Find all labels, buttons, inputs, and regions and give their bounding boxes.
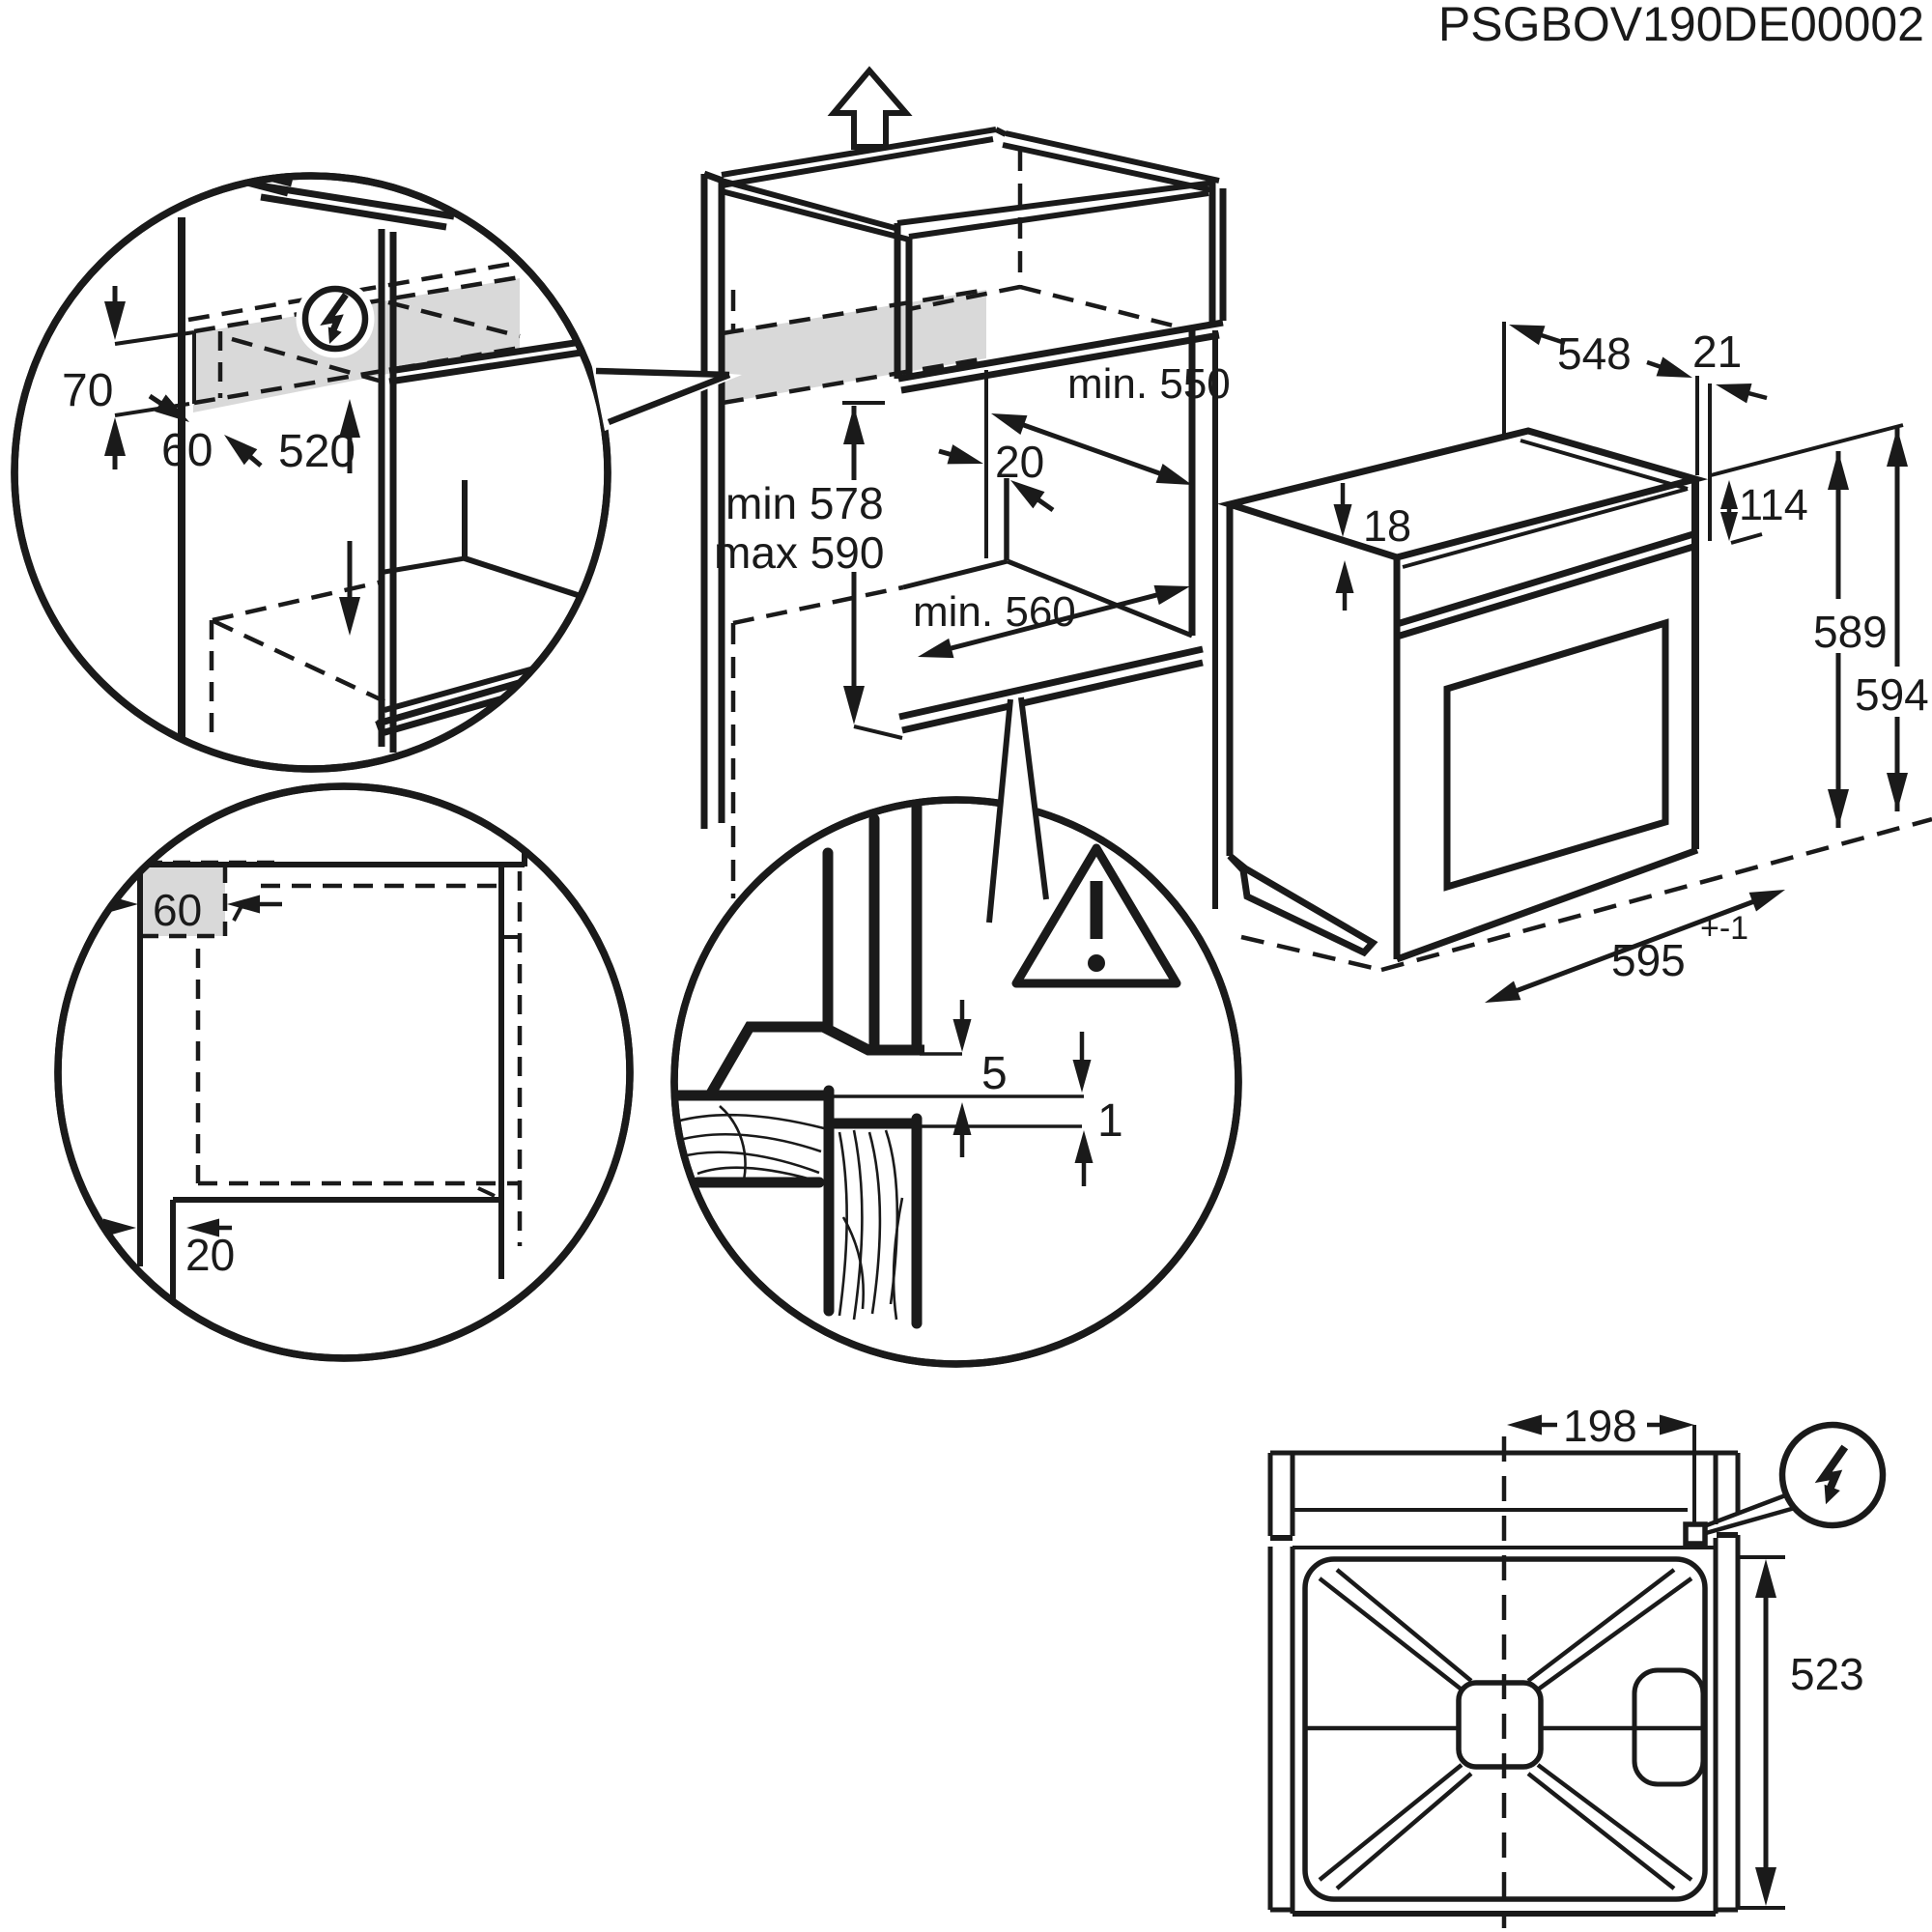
svg-text:+-1: +-1 — [1700, 910, 1748, 947]
svg-text:min 578: min 578 — [725, 478, 884, 528]
svg-text:548: 548 — [1557, 328, 1632, 379]
svg-text:70: 70 — [62, 365, 113, 416]
svg-text:60: 60 — [153, 885, 202, 935]
svg-text:594: 594 — [1855, 669, 1929, 720]
svg-text:20: 20 — [995, 437, 1044, 487]
svg-text:PSGBOV190DE00002: PSGBOV190DE00002 — [1438, 0, 1924, 51]
svg-text:1: 1 — [1097, 1095, 1123, 1147]
svg-text:min. 560: min. 560 — [913, 588, 1076, 636]
svg-text:21: 21 — [1692, 327, 1742, 377]
svg-text:min. 550: min. 550 — [1067, 360, 1231, 408]
svg-text:114: 114 — [1739, 480, 1808, 529]
svg-text:523: 523 — [1790, 1649, 1864, 1699]
svg-text:max 590: max 590 — [714, 527, 884, 578]
svg-text:20: 20 — [185, 1230, 235, 1280]
svg-text:5: 5 — [981, 1048, 1008, 1099]
svg-text:60: 60 — [161, 425, 213, 476]
svg-text:589: 589 — [1813, 607, 1888, 657]
svg-text:198: 198 — [1563, 1401, 1637, 1451]
svg-text:18: 18 — [1363, 501, 1411, 551]
